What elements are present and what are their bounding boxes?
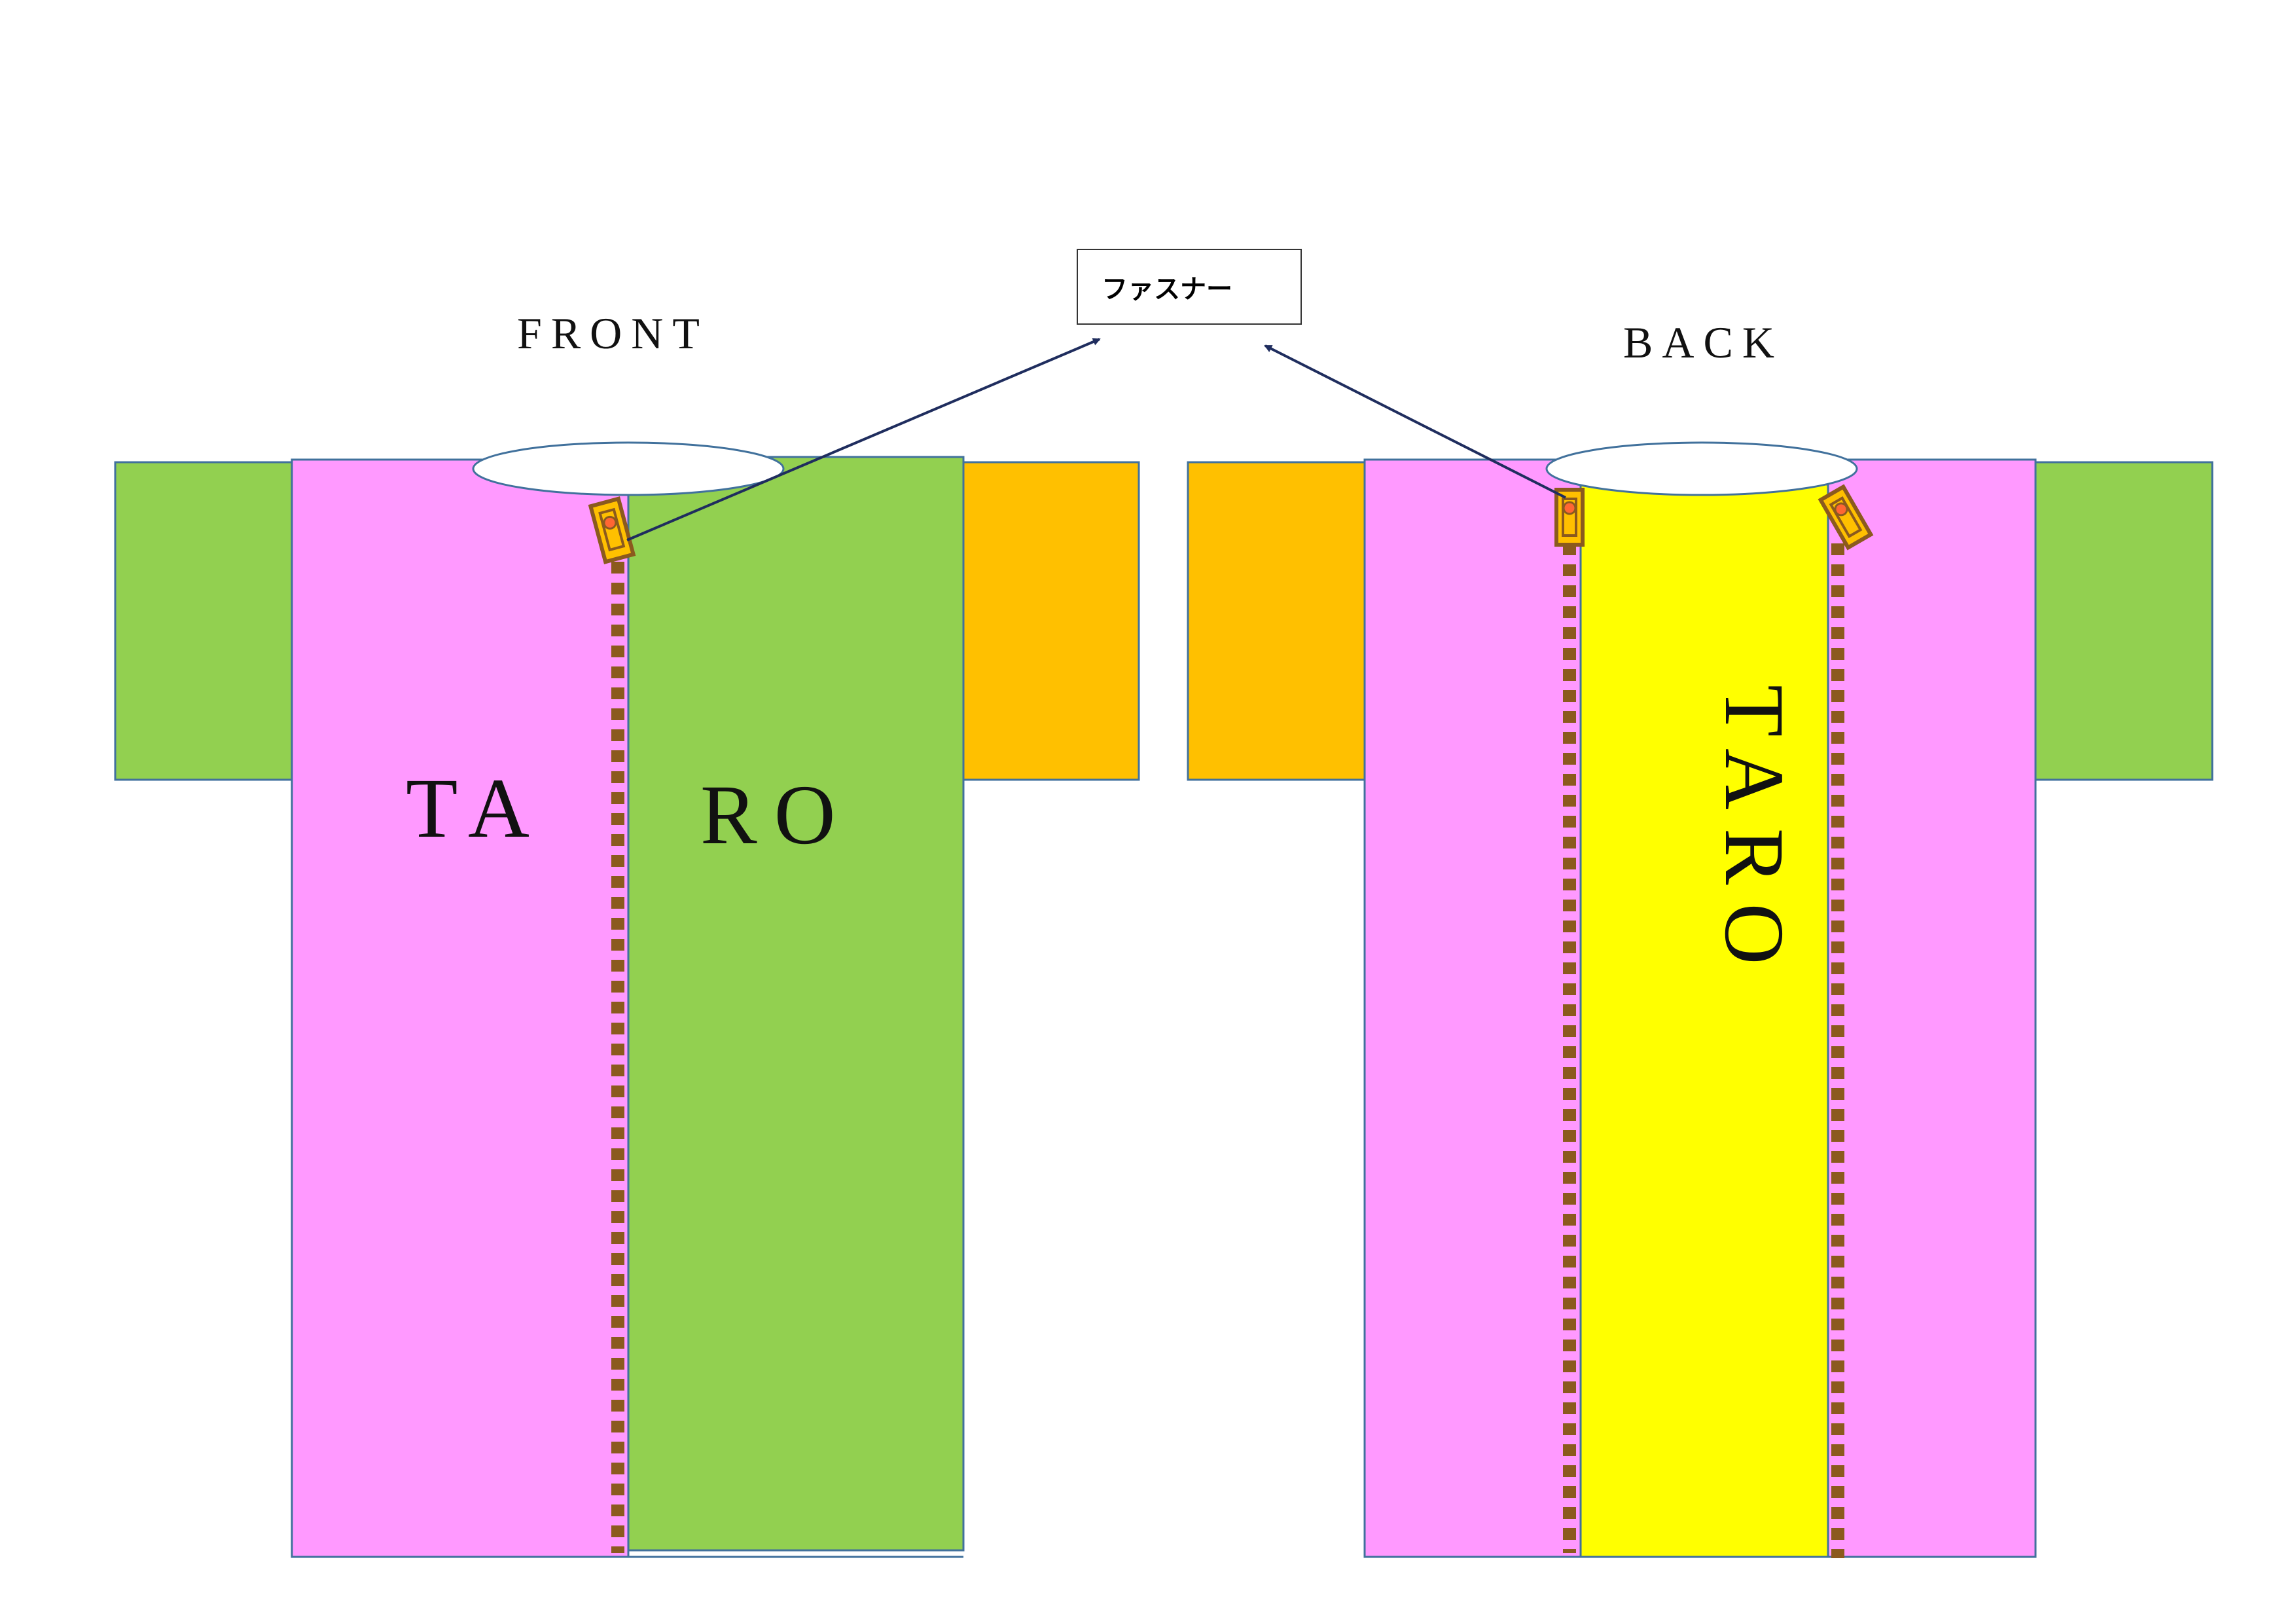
back-garment (1187, 441, 2214, 1558)
front-right-text: RO (700, 768, 853, 862)
front-neck-opening (472, 441, 785, 496)
front-left-sleeve (114, 461, 293, 781)
back-center-panel (1579, 483, 1829, 1558)
front-garment (114, 441, 1140, 1558)
front-left-panel (291, 458, 630, 1558)
back-left-sleeve (1187, 461, 1366, 781)
zipper-pull-icon (1554, 488, 1585, 547)
front-right-panel (627, 456, 965, 1552)
zipper-callout-box: ファスナー (1077, 249, 1302, 325)
arrow-icon (1264, 344, 1566, 499)
arrow-icon (626, 338, 1101, 541)
zipper-pull-icon (588, 496, 636, 564)
zipper-callout-label: ファスナー (1102, 274, 1232, 304)
front-right-sleeve (961, 461, 1140, 781)
back-center-text: TARO (1707, 685, 1801, 983)
back-right-sleeve (2034, 461, 2214, 781)
back-neck-opening (1545, 441, 1858, 496)
front-left-text: TA (406, 761, 547, 856)
zipper-pull-icon (1818, 484, 1874, 551)
front-view-title: FRONT (517, 308, 709, 358)
back-view-title: BACK (1623, 318, 1784, 367)
